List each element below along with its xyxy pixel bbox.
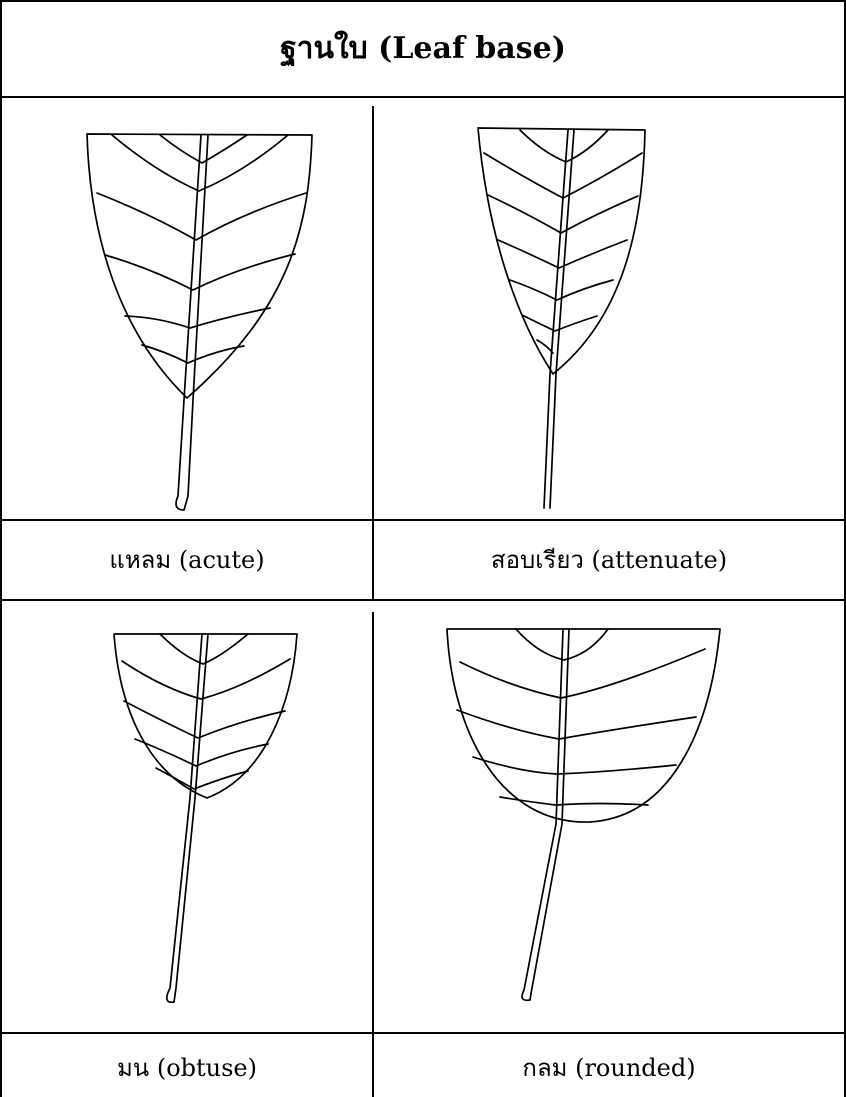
- attenuate-leaf-base-icon: [458, 118, 658, 518]
- acute-leaf-base-icon: [60, 118, 340, 518]
- acute-label: แหลม (acute): [2, 529, 372, 589]
- row2-image-divider: [0, 1032, 846, 1034]
- obtuse-label: มน (obtuse): [2, 1037, 372, 1097]
- row1-image-divider: [0, 519, 846, 521]
- attenuate-label: สอบเรียว (attenuate): [374, 529, 844, 589]
- row2-image-column-divider: [372, 612, 374, 1032]
- row1-image-column-divider: [372, 106, 374, 520]
- row1-label-divider: [0, 599, 846, 601]
- rounded-label: กลม (rounded): [374, 1037, 844, 1097]
- header-divider: [0, 96, 846, 98]
- rounded-leaf-base-icon: [440, 622, 730, 1022]
- table-title: ฐานใบ (Leaf base): [0, 0, 846, 96]
- obtuse-leaf-base-icon: [102, 626, 312, 1026]
